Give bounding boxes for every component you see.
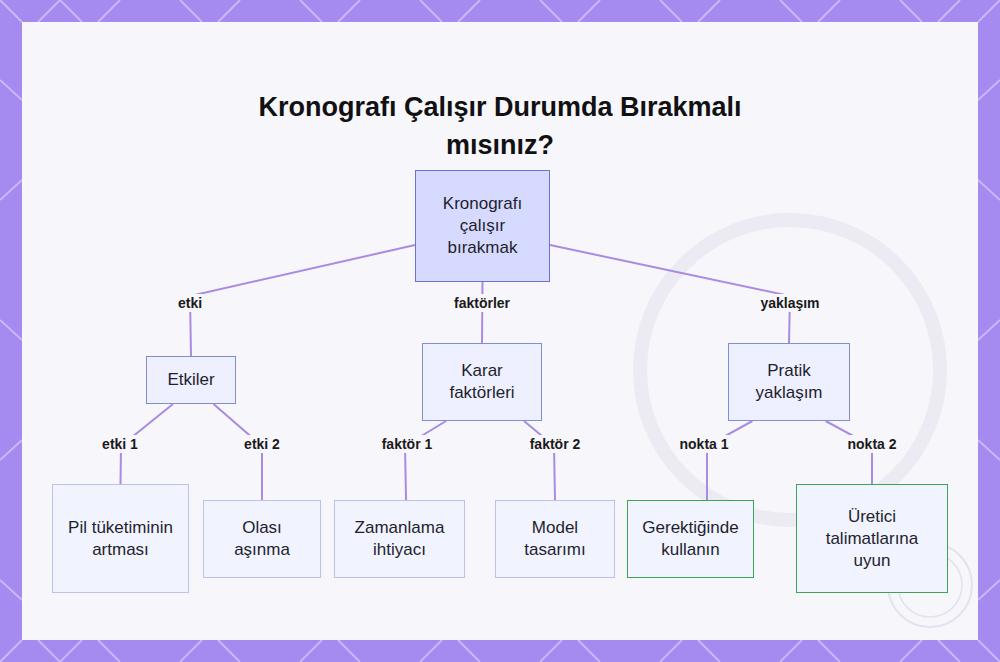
- connector-line: [190, 245, 415, 356]
- edge-label: etki 1: [99, 435, 141, 453]
- node-text: Karar faktörleri: [433, 360, 531, 404]
- edge-label: etki 2: [241, 435, 283, 453]
- node-text: Zamanlama ihtiyacı: [345, 517, 454, 561]
- node-text: Olası aşınma: [214, 517, 310, 561]
- leaf-box: Pil tüketiminin artması: [52, 484, 189, 593]
- node-text: Pil tüketiminin artması: [63, 517, 178, 561]
- node-text-group: Karar faktörleri: [433, 360, 531, 404]
- node-text-group: Model tasarımı: [506, 517, 604, 561]
- leaf-box: Zamanlama ihtiyacı: [334, 500, 465, 578]
- edge-label: yaklaşım: [757, 294, 822, 312]
- leaf-box: Gerektiğinde kullanın: [627, 500, 754, 578]
- category-box: Pratik yaklaşım: [728, 343, 850, 421]
- connector-line: [550, 245, 790, 343]
- node-text-group: Pratik yaklaşım: [739, 360, 839, 404]
- node-text: Etkiler: [167, 369, 214, 391]
- category-box: Karar faktörleri: [422, 343, 542, 421]
- node-text-group: Pil tüketiminin artması: [63, 517, 178, 561]
- node-text-group: Zamanlama ihtiyacı: [345, 517, 454, 561]
- edge-label: faktör 2: [527, 435, 584, 453]
- edge-label: faktör 1: [379, 435, 436, 453]
- node-text-group: Olası aşınma: [214, 517, 310, 561]
- node-text: Kronografı çalışır bırakmak: [426, 193, 539, 259]
- root-box: Kronografı çalışır bırakmak: [415, 170, 550, 282]
- edge-label: etki: [175, 294, 205, 312]
- edge-label: nokta 1: [676, 435, 731, 453]
- connector-line: [524, 421, 555, 500]
- category-box: Etkiler: [146, 356, 236, 404]
- connector-line: [405, 421, 446, 500]
- diagram-title: Kronografı Çalışır Durumda Bırakmalı mıs…: [220, 88, 780, 164]
- connector-line: [707, 421, 752, 500]
- node-text-group: Etkiler: [167, 369, 214, 391]
- node-text: Gerektiğinde kullanın: [638, 517, 743, 561]
- panel: [22, 22, 978, 640]
- node-text-group: Gerektiğinde kullanın: [638, 517, 743, 561]
- leaf-box: Model tasarımı: [495, 500, 615, 578]
- watch-shadow: [640, 220, 940, 520]
- node-text-group: Kronografı çalışır bırakmak: [426, 193, 539, 259]
- edge-label: faktörler: [451, 294, 513, 312]
- node-text: Model tasarımı: [506, 517, 604, 561]
- leaf-box: Üretici talimatlarına uyun: [796, 484, 948, 593]
- node-text-group: Üretici talimatlarına uyun: [807, 506, 937, 572]
- edge-label: nokta 2: [844, 435, 899, 453]
- node-text: Pratik yaklaşım: [739, 360, 839, 404]
- connector-line: [481, 282, 484, 343]
- leaf-box: Olası aşınma: [203, 500, 321, 578]
- node-text: Üretici talimatlarına uyun: [807, 506, 937, 572]
